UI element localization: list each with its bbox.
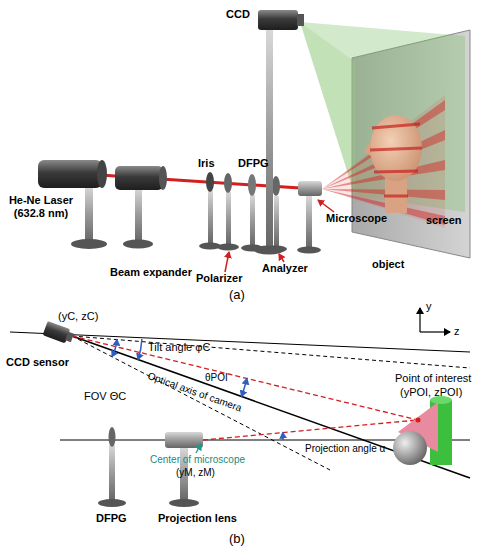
component-label: Center of microscope	[150, 454, 245, 466]
post-base	[254, 246, 284, 255]
camera-optical-axis	[72, 336, 470, 478]
axis-label: y	[426, 300, 432, 313]
post-base	[71, 239, 107, 249]
reference-line	[10, 332, 470, 352]
component-label: object	[372, 258, 404, 271]
post	[208, 190, 213, 244]
object-nose	[364, 140, 371, 156]
post	[135, 188, 142, 242]
post-base	[297, 247, 321, 254]
panel-label: (a)	[229, 288, 245, 303]
component-label: DFPG	[238, 157, 269, 170]
sphere-object	[393, 431, 427, 465]
projection-fan	[322, 95, 445, 228]
axis-arrow	[419, 308, 420, 332]
component-label: CCD sensor	[6, 356, 69, 369]
fringe-ray	[322, 100, 445, 189]
ccd-camera	[258, 10, 298, 30]
ccd-lens	[297, 14, 304, 26]
projection-ray	[203, 420, 418, 440]
ccd-sensor	[43, 321, 75, 345]
dfpg-plate	[248, 174, 256, 196]
object-head	[370, 115, 422, 181]
axis-arrow	[420, 331, 450, 332]
microscope-body	[298, 181, 322, 196]
component-label: screen	[426, 214, 461, 227]
post-base	[217, 244, 239, 251]
camera-fov	[300, 22, 355, 196]
beam-expander-end	[159, 166, 167, 190]
component-label: CCD	[226, 8, 250, 21]
fringe-stripe	[370, 148, 422, 150]
polarizer-disk	[224, 173, 232, 193]
angle-arc	[138, 339, 142, 360]
fringe-stripe	[374, 171, 418, 172]
coordinate-label: (yC, zC)	[58, 310, 98, 323]
leader-arrow	[318, 200, 334, 212]
component-label: Analyzer	[262, 262, 308, 275]
point-label: Point of interest	[395, 372, 471, 385]
component-label: He-Ne Laser (632.8 nm)	[0, 194, 82, 219]
beam-expander-body	[115, 166, 163, 190]
post-base	[169, 499, 199, 507]
post-base	[98, 499, 126, 507]
component-label: Iris	[198, 157, 215, 170]
dfpg-plate	[109, 427, 116, 447]
fringe-stripe	[384, 195, 408, 198]
angle-arc	[282, 433, 284, 440]
leader-arrow	[225, 252, 229, 272]
component-label: Microscope	[326, 212, 387, 225]
post-base	[123, 240, 153, 249]
post	[85, 186, 93, 242]
post	[250, 195, 255, 246]
fringe-ray	[322, 189, 445, 200]
camera-post	[266, 30, 273, 248]
angle-label: θPOI	[205, 372, 228, 384]
component-label: Polarizer	[196, 272, 242, 285]
post	[226, 192, 231, 245]
projection-lens	[165, 432, 203, 448]
angle-arc	[112, 340, 117, 357]
coordinate-label: (yPOI, zPOI)	[400, 386, 462, 399]
component-label: Beam expander	[110, 266, 192, 279]
ccd-sensor-lens	[65, 332, 74, 343]
point-of-interest	[416, 418, 421, 423]
angle-label: Projection angle α	[305, 443, 385, 455]
post	[109, 445, 115, 501]
coordinate-label: (yM, zM)	[176, 467, 215, 479]
laser-body	[38, 160, 102, 188]
analyzer-disk	[272, 176, 280, 196]
angle-label: FOV ΘC	[84, 390, 126, 403]
ray-to-poi	[72, 336, 418, 420]
laser-end	[97, 160, 107, 188]
angle-arc	[242, 379, 247, 397]
post	[306, 196, 312, 248]
iris-disk	[206, 172, 214, 192]
angle-label: Tilt angle φC	[148, 341, 210, 354]
leader-arrow	[196, 444, 201, 453]
fringe-stripe	[372, 124, 420, 128]
post	[274, 196, 279, 247]
component-label: Projection lens	[158, 512, 237, 525]
component-label: DFPG	[96, 512, 127, 525]
leader-arrow	[279, 254, 284, 262]
axis-label: z	[454, 325, 460, 338]
panel-label: (b)	[229, 532, 245, 547]
fov-line	[72, 336, 470, 368]
